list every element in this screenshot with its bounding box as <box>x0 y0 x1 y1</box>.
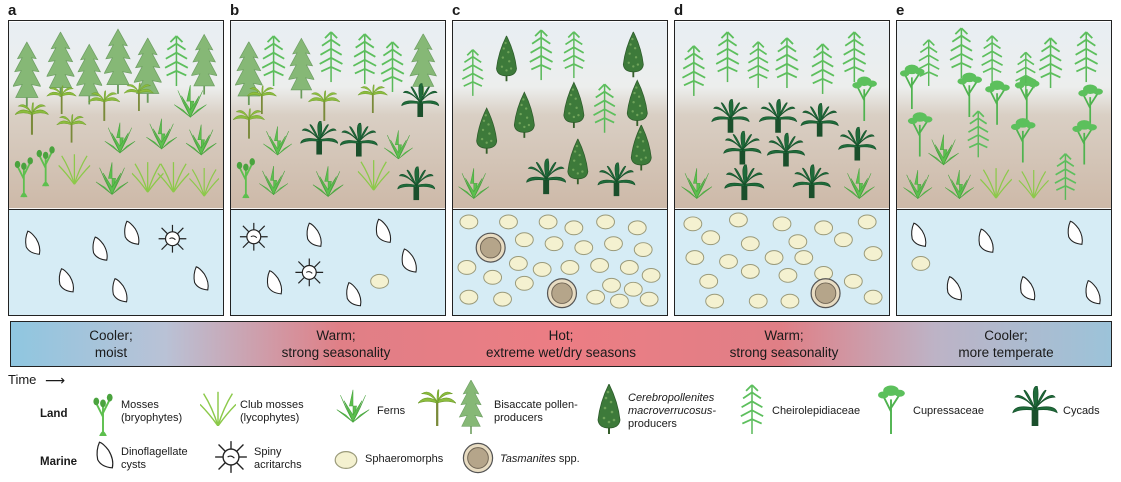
legend-cupress-text: Cupressaceae <box>913 405 984 418</box>
legend-dino-line2: cysts <box>121 459 147 471</box>
panel-d-marine <box>675 209 889 315</box>
cycad-icon <box>1012 386 1058 426</box>
legend-cheiro-line1: Cheirolepidiaceae <box>772 405 861 417</box>
legend-moss-text: Mosses (bryophytes) <box>121 399 182 425</box>
climate-d-line1: Warm; <box>764 328 804 343</box>
panel-e-land <box>897 21 1111 209</box>
legend-fern-line1: Ferns <box>377 405 406 417</box>
climate-c-line2: extreme wet/dry seasons <box>485 345 637 360</box>
legend-marine-label: Marine <box>40 456 78 468</box>
legend-moss-line2: (bryophytes) <box>121 412 183 424</box>
climate-e-line1: Cooler; <box>984 328 1028 343</box>
panel-letter-c: c <box>452 2 461 19</box>
legend-clubmoss-text: Club mosses (lycophytes) <box>240 399 304 425</box>
panel-a-land <box>9 21 223 209</box>
climate-label-c: Hot; extreme wet/dry seasons <box>461 327 661 361</box>
legend-cerebro-line3: producers <box>628 418 677 430</box>
panel-letter-a: a <box>8 2 17 19</box>
panel-e-marine <box>897 209 1111 315</box>
panel-c-marine <box>453 209 667 315</box>
legend-clubmoss-line2: (lycophytes) <box>240 412 300 424</box>
panel-a-marine <box>9 209 223 315</box>
climate-a-line2: moist <box>94 345 128 360</box>
climate-label-a: Cooler; moist <box>11 327 211 361</box>
legend-tasman-line2: spp. <box>558 453 580 465</box>
legend-cupress-line1: Cupressaceae <box>913 405 984 417</box>
climate-e-line2: more temperate <box>958 345 1054 360</box>
panel-a <box>8 20 224 316</box>
climate-c-line1: Hot; <box>548 328 574 343</box>
panel-d-land <box>675 21 889 209</box>
legend-clubmoss-line1: Club mosses <box>240 399 304 411</box>
legend-cerebro-text: Cerebropollenites macroverrucosus- produ… <box>628 392 716 431</box>
tasmanites-icon <box>462 442 494 474</box>
climate-b-line1: Warm; <box>316 328 356 343</box>
legend-bisaccate-line2: producers <box>494 412 543 424</box>
club-moss-icon <box>200 390 236 426</box>
cheirolepidiaceae-icon <box>738 382 766 434</box>
legend-cerebro-line1: Cerebropollenites <box>628 392 715 404</box>
legend-spiny-line2: acritarchs <box>254 459 302 471</box>
bisaccate-conifer-icon <box>458 380 484 434</box>
panel-b-marine <box>231 209 445 315</box>
climate-d-line2: strong seasonality <box>729 345 839 360</box>
climate-label-d: Warm; strong seasonality <box>684 327 884 361</box>
cerebropollenites-icon <box>596 384 622 434</box>
climate-label-e: Cooler; more temperate <box>906 327 1106 361</box>
legend-tasman-line1: Tasmanites <box>500 453 556 465</box>
panel-b <box>230 20 446 316</box>
climate-label-b: Warm; strong seasonality <box>236 327 436 361</box>
climate-a-line1: Cooler; <box>89 328 133 343</box>
legend-spiny-text: Spiny acritarchs <box>254 446 302 472</box>
panel-b-land <box>231 21 445 209</box>
legend-land-label: Land <box>40 408 68 420</box>
moss-icon <box>90 388 116 436</box>
time-arrow-icon: ⟶ <box>45 372 66 388</box>
panel-c <box>452 20 668 316</box>
fern-icon <box>334 388 372 424</box>
panel-e <box>896 20 1112 316</box>
panel-d <box>674 20 890 316</box>
dinoflagellate-cyst-icon <box>94 440 116 470</box>
legend-bisaccate-line1: Bisaccate pollen- <box>494 399 578 411</box>
legend-sphaero-text: Sphaeromorphs <box>365 453 443 466</box>
climate-bar: Cooler; moist Warm; strong seasonality H… <box>10 321 1112 367</box>
legend-bisaccate-text: Bisaccate pollen- producers <box>494 399 578 425</box>
legend-dino-line1: Dinoflagellate <box>121 446 188 458</box>
legend-moss-line1: Mosses <box>121 399 159 411</box>
climate-b-line2: strong seasonality <box>281 345 391 360</box>
panel-letter-b: b <box>230 2 240 19</box>
legend-tasman-text: Tasmanites spp. <box>500 453 580 466</box>
time-label: Time <box>8 372 37 387</box>
panel-letter-e: e <box>896 2 905 19</box>
legend-fern-text: Ferns <box>377 405 405 418</box>
legend-cerebro-line2: macroverrucosus- <box>628 405 717 417</box>
cupressaceae-icon <box>876 382 906 434</box>
sphaeromorph-icon <box>334 450 358 470</box>
bisaccate-palm-icon <box>418 388 456 426</box>
legend-cheiro-text: Cheirolepidiaceae <box>772 405 860 418</box>
legend-cycad-text: Cycads <box>1063 405 1100 418</box>
legend-spiny-line1: Spiny <box>254 446 282 458</box>
legend-dino-text: Dinoflagellate cysts <box>121 446 188 472</box>
spiny-acritarch-icon <box>214 440 248 474</box>
panel-letter-d: d <box>674 2 684 19</box>
legend-cycad-line1: Cycads <box>1063 405 1100 417</box>
legend-sphaero-line1: Sphaeromorphs <box>365 453 444 465</box>
panel-c-land <box>453 21 667 209</box>
